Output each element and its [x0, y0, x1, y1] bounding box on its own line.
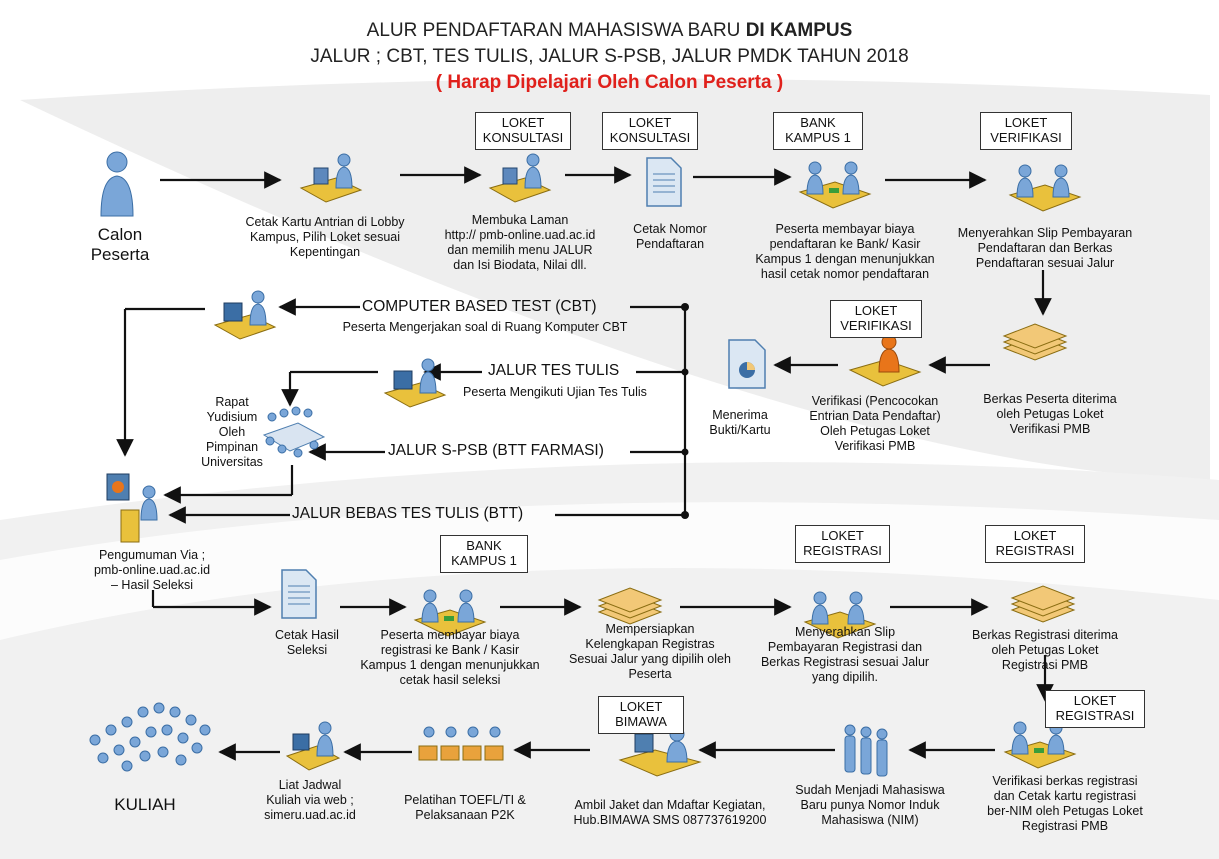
sudah-mahasiswa-label: Sudah Menjadi Mahasiswa Baru punya Nomor…	[795, 783, 945, 827]
pelatihan-label: Pelatihan TOEFL/TI & Pelaksanaan P2K	[404, 793, 526, 822]
cetak-nomor-label: Cetak Nomor Pendaftaran	[633, 222, 707, 251]
verifikasi-registrasi-label: Verifikasi berkas registrasi dan Cetak k…	[987, 774, 1143, 833]
tulis-description: Peserta Mengikuti Ujian Tes Tulis	[463, 385, 647, 399]
bank-kampus-box: BANK KAMPUS 1	[440, 535, 528, 573]
paper-stack-icon	[1002, 323, 1068, 361]
document-icon	[646, 157, 682, 207]
cbt-description: Peserta Mengerjakan soal di Ruang Komput…	[342, 320, 628, 334]
loket-konsultasi-box: LOKET KONSULTASI	[475, 112, 571, 150]
schedule-workstation-icon	[285, 721, 341, 771]
rapat-yudisium-label: Rapat Yudisium Oleh Pimpinan Universitas	[201, 395, 263, 469]
mempersiapkan-label: Mempersiapkan Kelengkapan Registras Sesu…	[569, 622, 731, 681]
card-icon	[728, 339, 766, 389]
serah-slip-label: Menyerahkan Slip Pembayaran Pendaftaran …	[957, 226, 1133, 270]
bimawa-counter-icon	[618, 726, 702, 777]
loket-registrasi-box: LOKET REGISTRASI	[985, 525, 1085, 563]
training-icon	[418, 726, 504, 761]
paper-stack-icon	[1010, 585, 1076, 623]
bank-kampus-box: BANK KAMPUS 1	[773, 112, 863, 150]
loket-konsultasi-box: LOKET KONSULTASI	[602, 112, 698, 150]
registration-counter-icon	[803, 591, 877, 639]
membuka-laman-label: Membuka Laman http:// pmb-online.uad.ac.…	[444, 213, 596, 272]
menerima-bukti-label: Menerima Bukti/Kartu	[709, 408, 771, 437]
result-document-icon	[281, 569, 317, 619]
students-icon	[844, 724, 888, 777]
title-line1: ALUR PENDAFTARAN MAHASISWA BARU DI KAMPU…	[366, 20, 853, 41]
bank-counter-icon	[798, 161, 872, 209]
computer-test-icon	[213, 290, 277, 340]
pengumuman-label: Pengumuman Via ; pmb-online.uad.ac.id – …	[93, 548, 211, 592]
verification-counter-icon	[1008, 164, 1082, 212]
berkas-registrasi-label: Berkas Registrasi diterima oleh Petugas …	[972, 628, 1118, 672]
title-line2: JALUR ; CBT, TES TULIS, JALUR S-PSB, JAL…	[310, 46, 909, 67]
person-icon	[100, 151, 134, 217]
loket-verifikasi-box: LOKET VERIFIKASI	[830, 300, 922, 338]
bank-counter-icon	[413, 589, 487, 637]
paper-stack-icon	[597, 587, 663, 625]
bayar-pendaftaran-label: Peserta membayar biaya pendaftaran ke Ba…	[755, 222, 935, 281]
workstation-icon	[488, 153, 552, 203]
cetak-hasil-label: Cetak Hasil Seleksi	[275, 628, 339, 657]
title-line3: ( Harap Dipelajari Oleh Calon Peserta )	[435, 72, 784, 93]
podium-icon	[106, 473, 158, 543]
bayar-registrasi-label: Peserta membayar biaya registrasi ke Ban…	[360, 628, 540, 687]
ambil-jaket-label: Ambil Jaket dan Mdaftar Kegiatan, Hub.BI…	[573, 798, 767, 827]
calon-peserta-label: Calon Peserta	[90, 225, 150, 264]
loket-verifikasi-box: LOKET VERIFIKASI	[980, 112, 1072, 150]
kuliah-label: KULIAH	[114, 795, 176, 814]
crowd-icon	[89, 702, 211, 772]
liat-jadwal-label: Liat Jadwal Kuliah via web ; simeru.uad.…	[264, 778, 356, 822]
written-test-icon	[383, 358, 447, 408]
lane-btt: JALUR BEBAS TES TULIS (BTT)	[292, 505, 524, 522]
meeting-icon	[262, 406, 326, 458]
cetak-kartu-label: Cetak Kartu Antrian di Lobby Kampus, Pil…	[245, 215, 405, 259]
serah-registrasi-label: Menyerahkan Slip Pembayaran Registrasi d…	[760, 625, 930, 684]
berkas-diterima-label: Berkas Peserta diterima oleh Petugas Lok…	[983, 392, 1117, 436]
lane-cbt: COMPUTER BASED TEST (CBT)	[362, 298, 597, 315]
verifikasi-pencocokan-label: Verifikasi (Pencocokan Entrian Data Pend…	[809, 394, 941, 453]
loket-bimawa-box: LOKET BIMAWA	[598, 696, 684, 734]
verification-officer-icon	[848, 334, 922, 387]
loket-registrasi-box: LOKET REGISTRASI	[795, 525, 890, 563]
workstation-icon	[299, 153, 363, 203]
loket-registrasi-box: LOKET REGISTRASI	[1045, 690, 1145, 728]
lane-spsb: JALUR S-PSB (BTT FARMASI)	[388, 442, 604, 459]
lane-tes-tulis: JALUR TES TULIS	[488, 362, 620, 379]
